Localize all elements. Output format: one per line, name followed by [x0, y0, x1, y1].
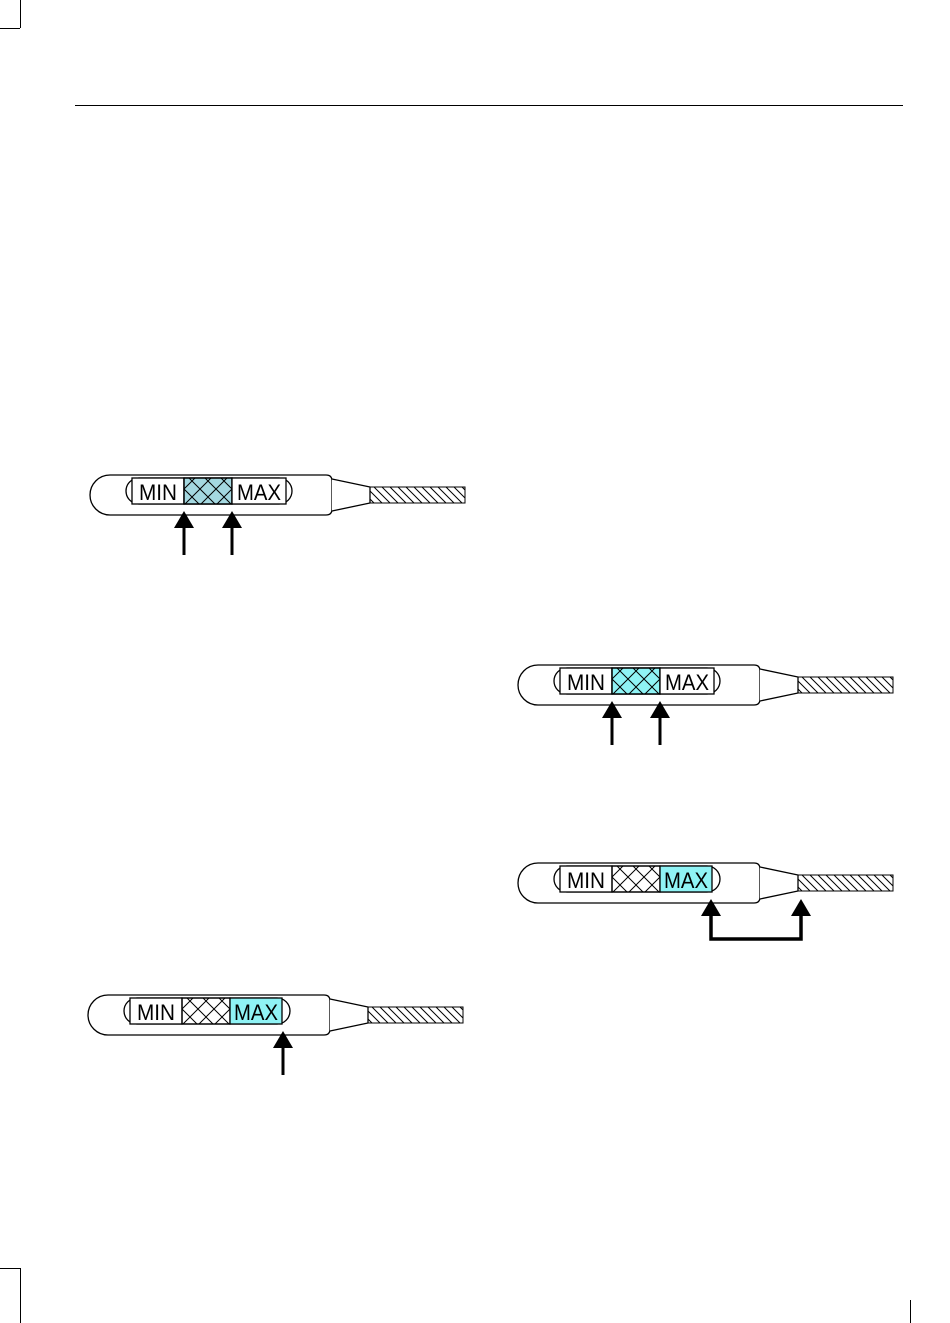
crop-mark-bottom-right-v	[910, 1300, 911, 1323]
dipstick-cable	[798, 677, 893, 693]
above-max-arrow	[273, 1031, 293, 1075]
crosshatch-zone	[612, 866, 660, 892]
min-label: MIN	[567, 868, 605, 893]
crop-mark-top-left-h	[0, 28, 20, 29]
dipstick-normal-level: MIN MAX	[80, 465, 480, 565]
max-label: MAX	[237, 480, 281, 505]
max-to-tip-bracket-arrow	[701, 899, 811, 939]
dipstick-cable	[368, 1007, 463, 1023]
max-label: MAX	[665, 670, 709, 695]
min-edge-arrow	[602, 701, 622, 745]
crop-mark-bottom-left-v	[20, 1268, 21, 1323]
dipstick-above-max: MIN MAX	[78, 985, 478, 1085]
dipstick-cable	[798, 875, 893, 891]
dipstick-taper	[330, 999, 368, 1031]
crop-mark-top-left-v	[20, 0, 21, 28]
max-label: MAX	[664, 868, 708, 893]
max-label: MAX	[234, 1000, 278, 1025]
dipstick-taper	[332, 479, 370, 511]
min-label: MIN	[139, 480, 177, 505]
dipstick-normal-level-bright: MIN MAX	[508, 655, 908, 755]
dipstick-taper	[760, 867, 798, 899]
dipstick-max-to-tip: MIN MAX	[508, 853, 908, 953]
dipstick-taper	[760, 669, 798, 701]
min-label: MIN	[567, 670, 605, 695]
crop-mark-bottom-left-h	[0, 1268, 20, 1269]
header-rule	[75, 105, 903, 106]
crosshatch-zone	[182, 998, 230, 1024]
min-edge-arrow	[174, 511, 194, 555]
dipstick-cable	[370, 487, 465, 503]
min-label: MIN	[137, 1000, 175, 1025]
max-edge-arrow	[650, 701, 670, 745]
max-edge-arrow	[222, 511, 242, 555]
